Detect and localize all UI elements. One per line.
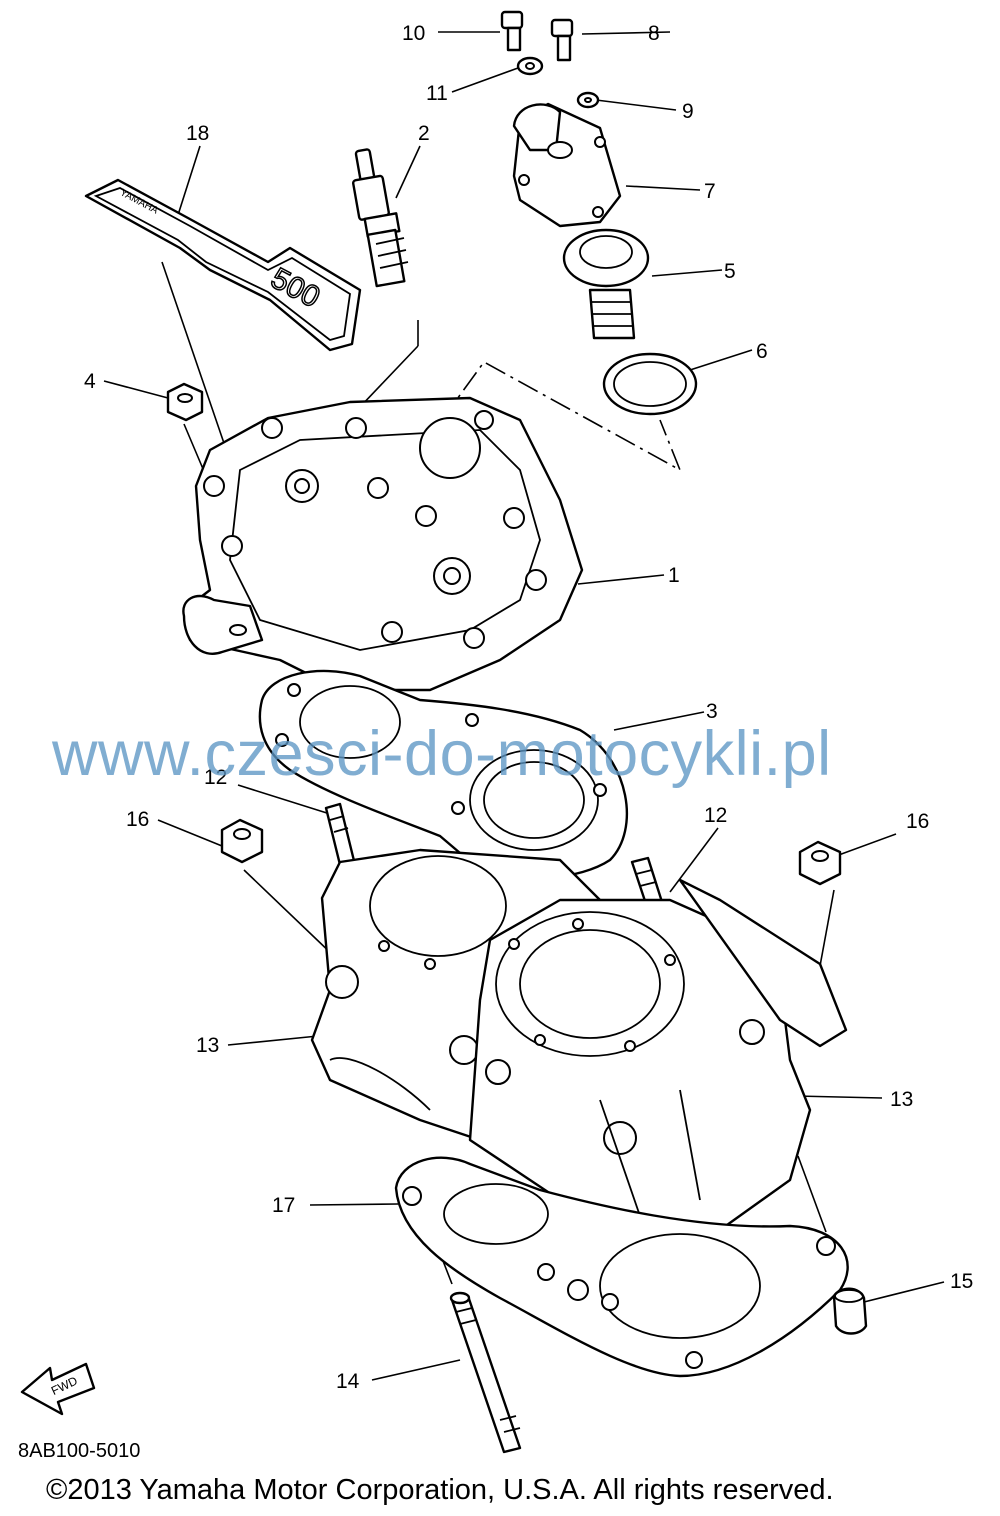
spark-plug [352, 148, 409, 288]
washer-9 [576, 91, 600, 109]
callout-5: 5 [724, 260, 736, 283]
cylinder-head-cover: YAMAHA 500 [84, 178, 362, 352]
callout-6: 6 [756, 340, 768, 363]
cylinder-front [468, 878, 848, 1242]
callout-1: 1 [668, 564, 680, 587]
leader-lines [103, 31, 945, 1381]
callout-3: 3 [706, 700, 718, 723]
callout-12-left: 12 [204, 766, 227, 789]
thermostat [562, 228, 650, 340]
fwd-arrow-icon: FWD [20, 1362, 96, 1416]
thermostat-cover [512, 102, 622, 228]
head-gasket [258, 669, 629, 882]
callout-2: 2 [418, 122, 430, 145]
callout-15: 15 [950, 1270, 973, 1293]
callout-9: 9 [682, 100, 694, 123]
callout-14: 14 [336, 1370, 360, 1393]
callout-12-right: 12 [704, 804, 727, 827]
callout-16-left: 16 [126, 808, 149, 831]
dowel-pin-15 [832, 1287, 868, 1335]
bolt-8 [550, 18, 574, 62]
callout-11: 11 [426, 82, 448, 105]
callout-18: 18 [186, 122, 209, 145]
callout-17: 17 [272, 1194, 295, 1217]
watermark-url: www.czesci-do-motocykli.pl [52, 719, 832, 789]
nut-16-right [798, 840, 842, 886]
callout-10: 10 [402, 22, 425, 45]
cylinder-head [182, 396, 584, 692]
diagram-code: 8AB100-5010 [18, 1440, 141, 1462]
stud-bolt-14 [449, 1291, 522, 1454]
callout-labels: 10 8 11 9 18 2 7 5 6 4 1 3 12 12 16 16 1… [84, 22, 973, 1393]
callout-7: 7 [704, 180, 716, 203]
callout-8: 8 [648, 22, 660, 45]
o-ring [602, 352, 698, 416]
nut-4 [166, 382, 204, 422]
callout-16-right: 16 [906, 810, 929, 833]
callout-4: 4 [84, 370, 96, 393]
callout-13-left: 13 [196, 1034, 219, 1057]
callout-13-right: 13 [890, 1088, 913, 1111]
bolt-10 [500, 10, 524, 52]
washer-11 [516, 56, 544, 76]
nut-16-left [220, 818, 264, 864]
copyright-notice: ©2013 Yamaha Motor Corporation, U.S.A. A… [46, 1474, 834, 1506]
